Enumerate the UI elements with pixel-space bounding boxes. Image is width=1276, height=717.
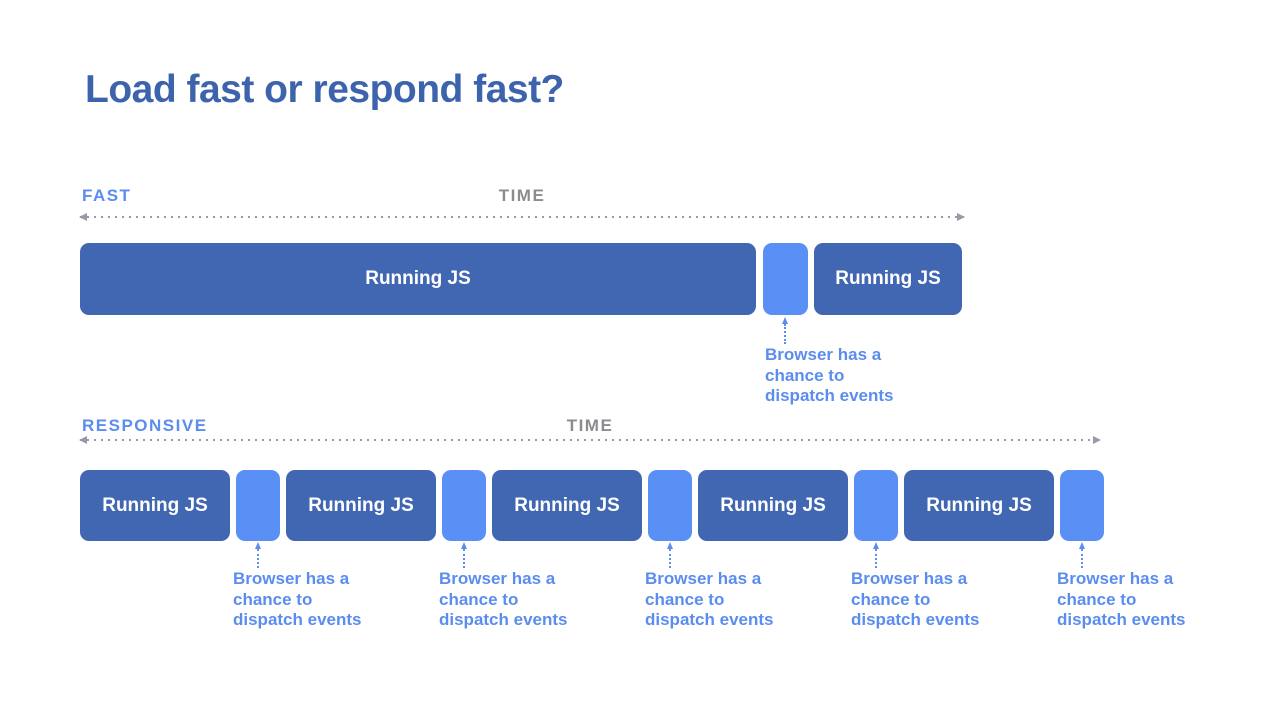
browser-gap-block bbox=[854, 470, 898, 541]
annotation-line: dispatch events bbox=[439, 610, 568, 629]
running-js-label: Running JS bbox=[102, 494, 208, 516]
annotation-arrow-icon bbox=[667, 542, 673, 568]
annotation: Browser has a chance to dispatch events bbox=[765, 345, 894, 407]
browser-gap-block bbox=[236, 470, 280, 541]
annotation-line: dispatch events bbox=[645, 610, 774, 629]
browser-gap-block bbox=[1060, 470, 1104, 541]
browser-gap-block bbox=[763, 243, 808, 315]
running-js-label: Running JS bbox=[365, 268, 471, 289]
running-js-block: Running JS bbox=[904, 470, 1054, 541]
running-js-label: Running JS bbox=[926, 494, 1032, 516]
running-js-label: Running JS bbox=[308, 494, 414, 516]
annotation-line: Browser has a bbox=[645, 569, 762, 588]
annotation: Browser has a chance to dispatch events bbox=[645, 569, 774, 631]
annotation-arrow-icon bbox=[461, 542, 467, 568]
annotation-line: chance to bbox=[645, 589, 725, 609]
annotation-line: chance to bbox=[439, 589, 519, 609]
annotation: Browser has a chance to dispatch events bbox=[439, 569, 568, 631]
annotation-arrow-icon bbox=[255, 542, 261, 568]
running-js-block: Running JS bbox=[80, 243, 756, 315]
running-js-block: Running JS bbox=[492, 470, 642, 541]
annotation-line: dispatch events bbox=[1057, 610, 1186, 629]
arrow-right-icon bbox=[1093, 436, 1101, 444]
running-js-block: Running JS bbox=[814, 243, 962, 315]
running-js-block: Running JS bbox=[286, 470, 436, 541]
annotation-line: Browser has a bbox=[851, 569, 968, 588]
annotation-line: Browser has a bbox=[1057, 569, 1174, 588]
annotation: Browser has a chance to dispatch events bbox=[1057, 569, 1186, 631]
browser-gap-block bbox=[648, 470, 692, 541]
annotation: Browser has a chance to dispatch events bbox=[233, 569, 362, 631]
page-title: Load fast or respond fast? bbox=[85, 68, 564, 111]
annotation-line: chance to bbox=[851, 589, 931, 609]
annotation: Browser has a chance to dispatch events bbox=[851, 569, 980, 631]
annotation-arrow-icon bbox=[1079, 542, 1085, 568]
running-js-block: Running JS bbox=[698, 470, 848, 541]
responsive-time-label: TIME bbox=[566, 416, 614, 435]
annotation-line: dispatch events bbox=[233, 610, 362, 629]
arrow-left-icon bbox=[79, 213, 87, 221]
fast-time-axis bbox=[79, 213, 965, 221]
arrow-right-icon bbox=[957, 213, 965, 221]
running-js-block: Running JS bbox=[80, 470, 230, 541]
annotation-line: Browser has a bbox=[439, 569, 556, 588]
annotation-line: chance to bbox=[765, 365, 845, 385]
responsive-time-axis bbox=[79, 436, 1101, 444]
browser-gap-block bbox=[442, 470, 486, 541]
running-js-label: Running JS bbox=[720, 494, 826, 516]
annotation-line: chance to bbox=[233, 589, 313, 609]
responsive-track-label: RESPONSIVE bbox=[82, 416, 208, 435]
running-js-label: Running JS bbox=[835, 268, 941, 289]
fast-track-label: FAST bbox=[82, 186, 132, 205]
annotation-arrow-icon bbox=[782, 317, 788, 344]
annotation-line: Browser has a bbox=[765, 345, 882, 364]
annotation-line: dispatch events bbox=[851, 610, 980, 629]
annotation-line: Browser has a bbox=[233, 569, 350, 588]
fast-time-label: TIME bbox=[498, 186, 546, 205]
running-js-label: Running JS bbox=[514, 494, 620, 516]
annotation-line: dispatch events bbox=[765, 386, 894, 405]
arrow-left-icon bbox=[79, 436, 87, 444]
annotation-line: chance to bbox=[1057, 589, 1137, 609]
annotation-arrow-icon bbox=[873, 542, 879, 568]
